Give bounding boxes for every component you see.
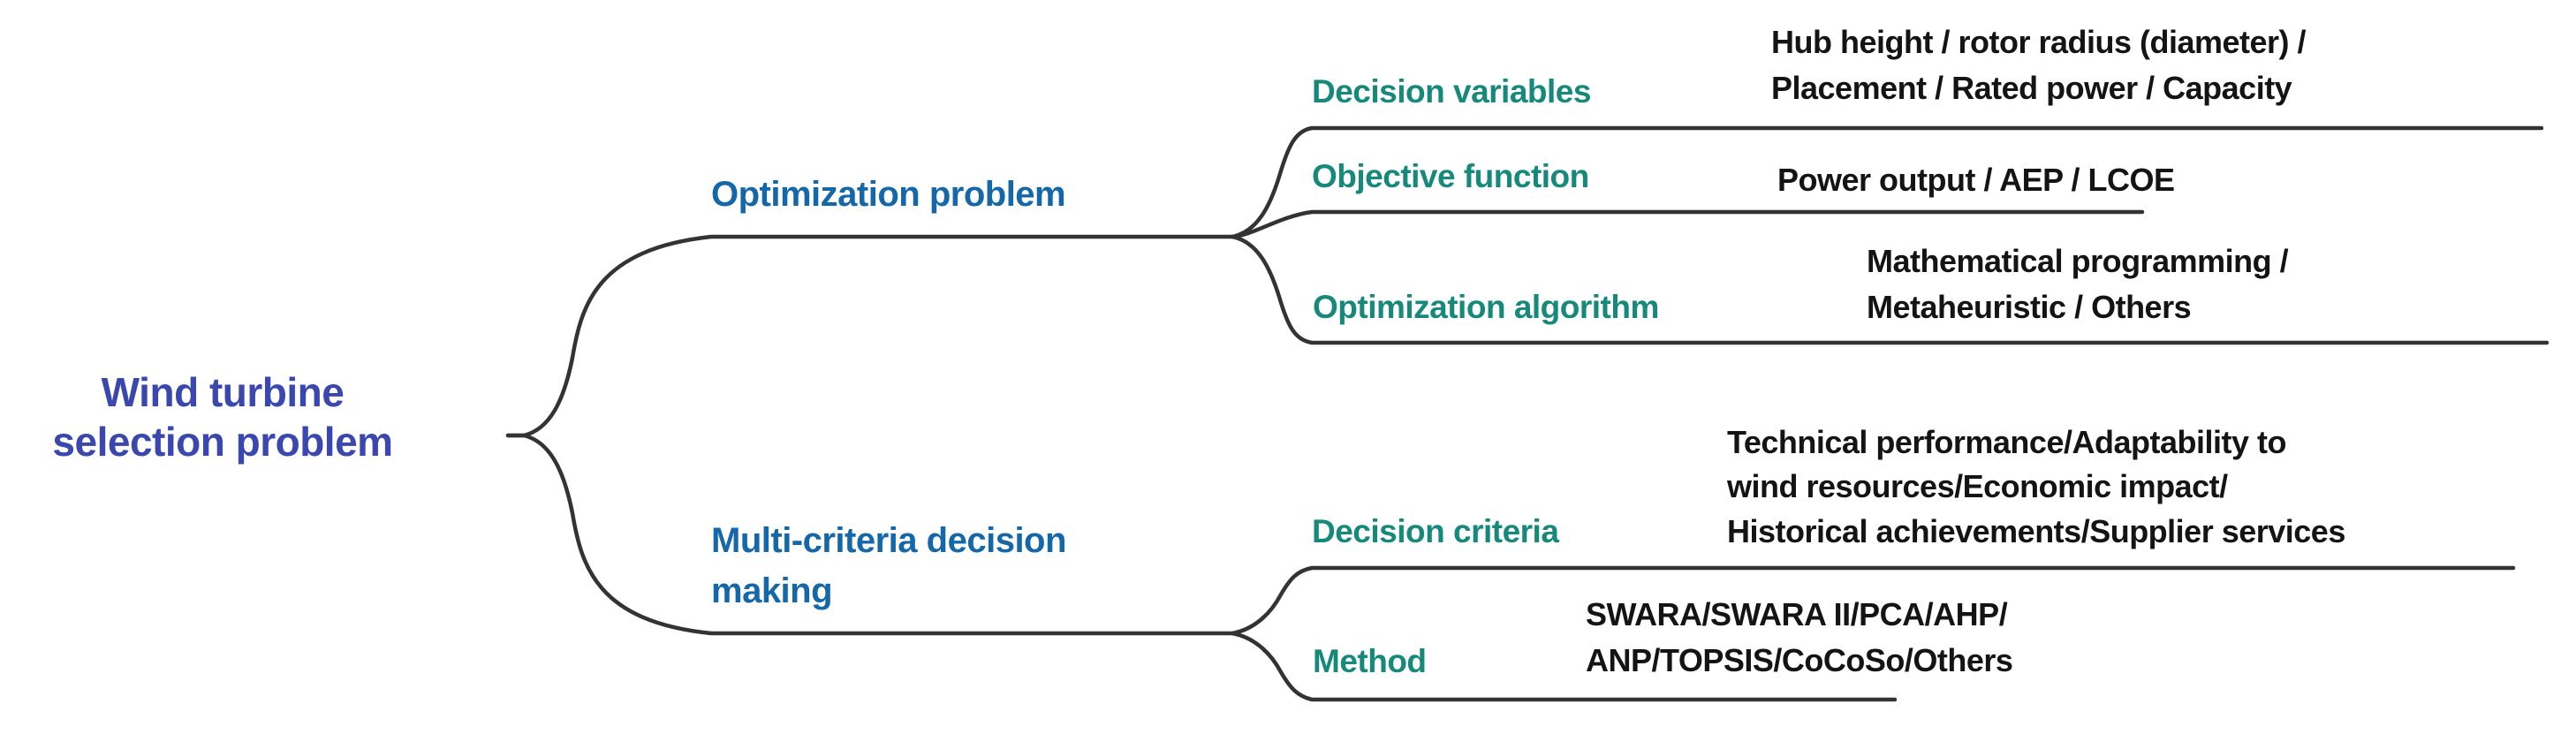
optimization-algorithm-values: Mathematical programming / Metaheuristic… — [1867, 243, 2289, 325]
branch1-to-leaf2-line — [1230, 209, 2145, 239]
branch2-to-leaf5-line — [1230, 631, 1898, 702]
decision-criteria-values: Technical performance/Adaptability to wi… — [1727, 424, 2345, 549]
leaf-method-label: Method — [1313, 643, 1427, 679]
root-to-branch2-curve — [505, 433, 1235, 636]
leaf-decision-criteria-label: Decision criteria — [1312, 513, 1559, 549]
leaf-objective-function-label: Objective function — [1312, 158, 1589, 194]
branch1-to-leaf3-line — [1230, 234, 2549, 345]
branch1-to-leaf1-line — [1230, 125, 2544, 239]
leaf-decision-variables-label: Decision variables — [1312, 73, 1591, 110]
objective-function-values: Power output / AEP / LCOE — [1777, 162, 2175, 198]
decision-variables-values: Hub height / rotor radius (diameter) / P… — [1771, 24, 2307, 106]
branch2-to-leaf4-line — [1230, 565, 2516, 636]
branch-mcdm-label: Multi-criteria decision making — [711, 521, 1066, 610]
root-to-branch1-curve — [505, 234, 1235, 438]
method-values: SWARA/SWARA II/PCA/AHP/ ANP/TOPSIS/CoCoS… — [1586, 596, 2013, 678]
leaf-optimization-algorithm-label: Optimization algorithm — [1313, 289, 1659, 325]
branch-optimization-problem-label: Optimization problem — [711, 175, 1066, 214]
root-label: Wind turbine selection problem — [52, 369, 393, 465]
